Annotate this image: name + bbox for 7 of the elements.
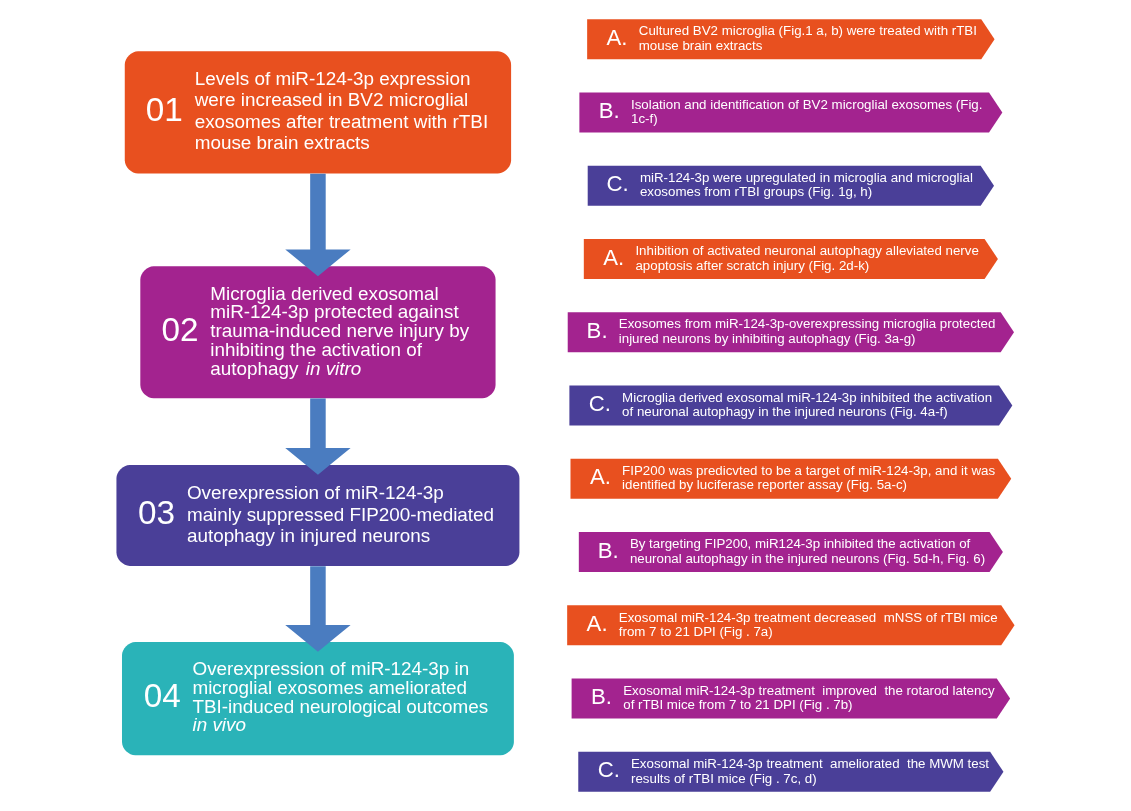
node-box: 02 Microglia derived exosomal miR-124-3p protected against trauma-induced nerve injury by inhibiting the activation of autophagy in vitro <box>140 266 496 399</box>
node-box: 01 Levels of miR-124-3p expression were increased in BV2 microglial exosomes after treatment with rTBI mouse brain extracts <box>124 51 512 174</box>
node-box: 04 Overexpression of miR-124-3p in microglial exosomes ameliorated TBI-induced neurological outcomes in vivo <box>122 641 514 756</box>
arrow <box>285 398 351 475</box>
arrow <box>285 173 351 277</box>
arrow <box>285 566 351 652</box>
node-box: 03 Overexpression of miR-124-3p mainly suppressed FIP200-mediated autophagy in injured neurons <box>116 464 520 566</box>
